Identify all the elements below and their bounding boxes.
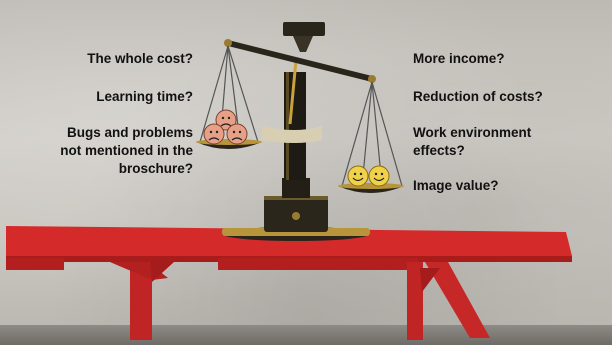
label-whole-cost: The whole cost? — [87, 51, 193, 66]
label-learning-time: Learning time? — [96, 89, 193, 104]
red-table — [6, 226, 572, 340]
happy-face-icon — [347, 165, 390, 187]
label-more-income: More income? — [413, 51, 505, 66]
label-bugs-line3: broschure? — [118, 161, 193, 176]
label-bugs-line1: Bugs and problems — [66, 125, 193, 140]
label-work-env-line1: Work environment — [413, 125, 532, 140]
label-image-value: Image value? — [413, 178, 499, 193]
floor — [0, 325, 612, 345]
sad-face-icon — [203, 109, 248, 145]
label-bugs-line2: not mentioned in the — [60, 143, 193, 158]
label-reduction-costs: Reduction of costs? — [413, 89, 543, 104]
label-work-env-line2: effects? — [413, 143, 465, 158]
balance-scale — [222, 22, 376, 241]
